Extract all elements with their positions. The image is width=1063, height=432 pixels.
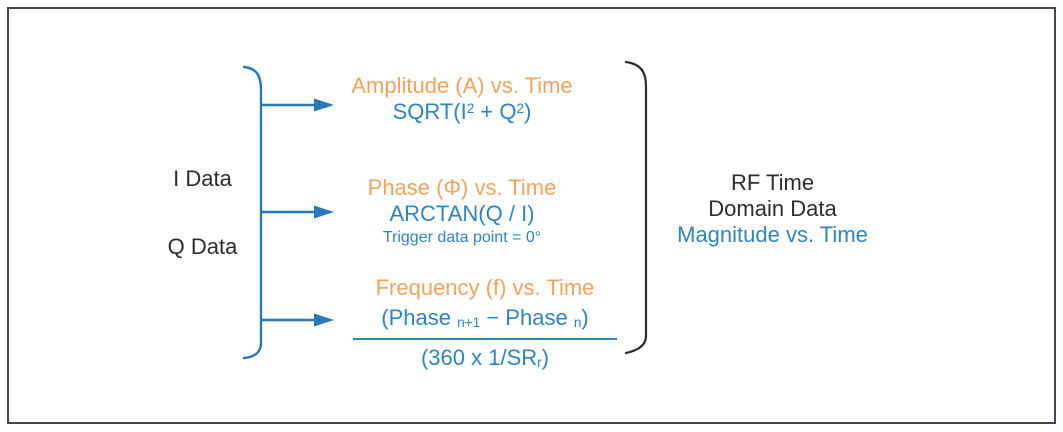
amplitude-block: Amplitude (A) vs. Time SQRT(I2 + Q2) [342,73,582,128]
phase-note: Trigger data point = 0° [382,229,542,246]
phase-arrow-icon [261,205,334,219]
amplitude-title: Amplitude (A) vs. Time [351,73,573,98]
subscript: r [537,354,542,370]
frequency-arrow-icon [261,313,334,327]
output-line-domain-data: Domain Data [708,196,837,221]
amplitude-formula: SQRT(I2 + Q2) [392,99,532,124]
output-line-rf-time: RF Time [730,170,815,195]
frequency-denominator: (360 x 1/SRr) [420,345,550,370]
superscript: 2 [466,100,475,116]
phase-formula: ARCTAN(Q / I) [389,201,535,226]
frequency-title: Frequency (f) vs. Time [375,275,595,300]
subscript: n+1 [457,314,481,330]
phase-block: Phase (Φ) vs. Time ARCTAN(Q / I) Trigger… [342,175,582,248]
superscript: 2 [516,100,525,116]
phase-title: Phase (Φ) vs. Time [367,175,557,200]
fraction-bar [353,338,617,340]
amplitude-arrow-icon [261,98,334,112]
frequency-block: Frequency (f) vs. Time (Phase n+1 − Phas… [345,275,625,374]
i-data-label: I Data [173,166,232,191]
subscript: n [573,314,582,330]
figure-border [7,7,1056,424]
output-line-magnitude: Magnitude vs. Time [677,222,868,247]
output-bracket [624,60,648,355]
frequency-numerator: (Phase n+1 − Phase n) [381,305,589,330]
input-bracket [242,65,263,360]
q-data-label: Q Data [167,234,238,259]
output-block: RF Time Domain Data Magnitude vs. Time [650,170,895,248]
